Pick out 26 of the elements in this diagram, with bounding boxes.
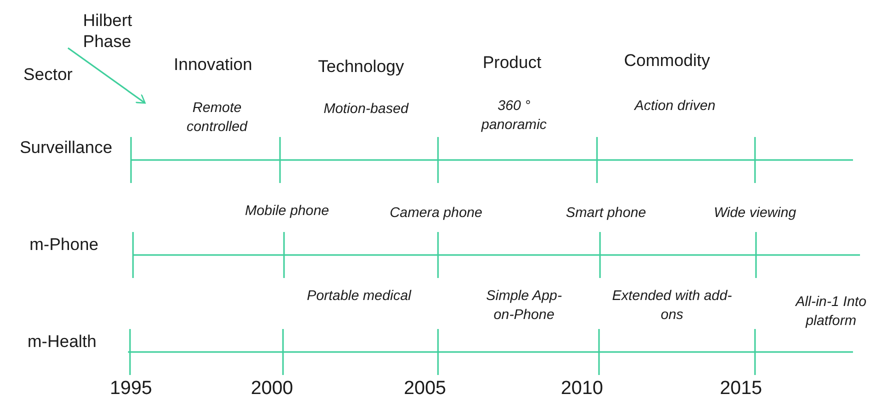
milestone-label: 360 ° panoramic [480,96,548,134]
year-label: 2015 [720,377,762,401]
milestone-label: Smart phone [566,203,646,222]
axis-heading: Hilbert Phase [83,10,134,52]
year-label: 2000 [250,377,294,401]
milestone-label: Wide viewing [714,203,796,222]
sector-label: Surveillance [20,137,112,158]
milestone-label: Extended with add-ons [611,286,733,324]
year-label: 1995 [110,377,152,401]
year-label: 2010 [560,377,604,401]
milestone-label: Action driven [634,96,716,115]
milestone-label: Portable medical [306,286,412,305]
phase-heading: Sector [23,64,73,86]
sector-label: m-Health [28,331,96,352]
phase-heading: Technology [318,56,404,78]
milestone-label: Remote controlled [186,98,249,136]
year-label: 2005 [404,377,446,401]
milestone-label: Simple App-on-Phone [485,286,563,324]
milestone-label: All-in-1 Into platform [794,292,868,330]
milestone-label: Mobile phone [244,201,330,220]
phase-heading: Commodity [624,50,710,72]
phase-heading: Product [482,52,542,74]
phase-heading: Innovation [174,54,252,76]
sector-label: m-Phone [30,234,98,256]
milestone-label: Camera phone [390,203,482,222]
milestone-label: Motion-based [324,99,408,118]
